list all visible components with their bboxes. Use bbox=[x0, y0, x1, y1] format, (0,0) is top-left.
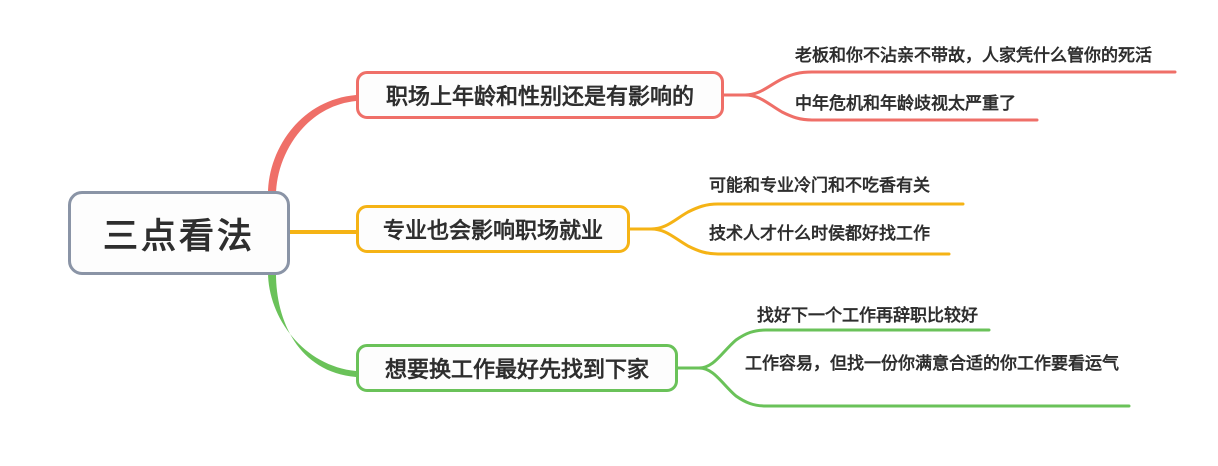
branch-node-3[interactable]: 想要换工作最好先找到下家 bbox=[356, 344, 678, 392]
root-node[interactable]: 三点看法 bbox=[68, 191, 290, 275]
connector-root-to-branch-1 bbox=[268, 95, 356, 196]
branch-node-3-label: 想要换工作最好先找到下家 bbox=[384, 357, 649, 382]
leaf-node-3-2[interactable]: 工作容易，但找一份你满意合适的你工作要看运气 bbox=[745, 354, 1119, 373]
connector-root-to-branch-3 bbox=[268, 272, 356, 377]
leaf-node-3-1[interactable]: 找好下一个工作再辞职比较好 bbox=[757, 306, 978, 325]
leaf-node-1-1[interactable]: 老板和你不沾亲不带故，人家凭什么管你的死活 bbox=[795, 46, 1152, 65]
branch-node-2-label: 专业也会影响职场就业 bbox=[382, 218, 603, 243]
root-node-label: 三点看法 bbox=[102, 216, 255, 256]
branch-node-2[interactable]: 专业也会影响职场就业 bbox=[356, 205, 630, 253]
leaf-node-2-2[interactable]: 技术人才什么时侯都好找工作 bbox=[709, 224, 930, 243]
branch-node-1-label: 职场上年龄和性别还是有影响的 bbox=[385, 84, 694, 109]
branch-node-1[interactable]: 职场上年龄和性别还是有影响的 bbox=[356, 71, 724, 119]
leaf-node-1-2[interactable]: 中年危机和年龄歧视太严重了 bbox=[795, 94, 1016, 113]
leaf-node-2-1[interactable]: 可能和专业冷门和不吃香有关 bbox=[709, 176, 930, 195]
